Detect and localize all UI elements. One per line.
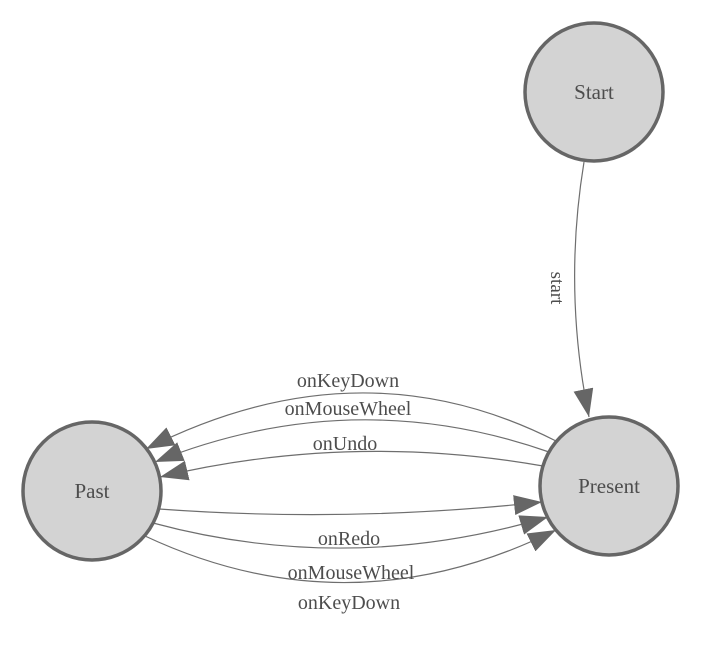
present-node-label: Present: [578, 474, 640, 498]
edge-past-to-present-onredo: [158, 495, 543, 516]
start-node-circle: [523, 21, 665, 163]
edge-label-onkeydown-lower: onKeyDown: [298, 592, 400, 614]
state-nodes: Start Present Past: [21, 21, 680, 562]
edge-start-to-present: [573, 161, 594, 418]
edge-label-onredo: onRedo: [318, 528, 380, 550]
edge-present-to-past-onkeydown: [145, 392, 557, 450]
edge-label-onmousewheel-upper: onMouseWheel: [285, 398, 412, 420]
edge-past-to-present-onkeydown: [144, 529, 557, 584]
edge-label-start: start: [546, 272, 567, 305]
state-node-past: Past: [21, 420, 163, 562]
edge-present-to-past-onundo: [159, 450, 544, 481]
past-node-label: Past: [74, 479, 109, 503]
past-node-circle: [21, 420, 163, 562]
start-node-label: Start: [574, 80, 614, 104]
transition-edges: [144, 161, 594, 584]
present-node-circle: [538, 415, 680, 557]
edge-past-to-present-onmousewheel: [152, 515, 549, 549]
state-node-start: Start: [523, 21, 665, 163]
edge-label-onkeydown-upper: onKeyDown: [297, 370, 399, 392]
state-node-present: Present: [538, 415, 680, 557]
edge-label-onmousewheel-lower: onMouseWheel: [288, 562, 415, 584]
transition-labels: start onKeyDown onMouseWheel onUndo onRe…: [285, 272, 567, 614]
edge-label-onundo: onUndo: [313, 433, 377, 455]
edge-present-to-past-onmousewheel: [154, 419, 550, 463]
